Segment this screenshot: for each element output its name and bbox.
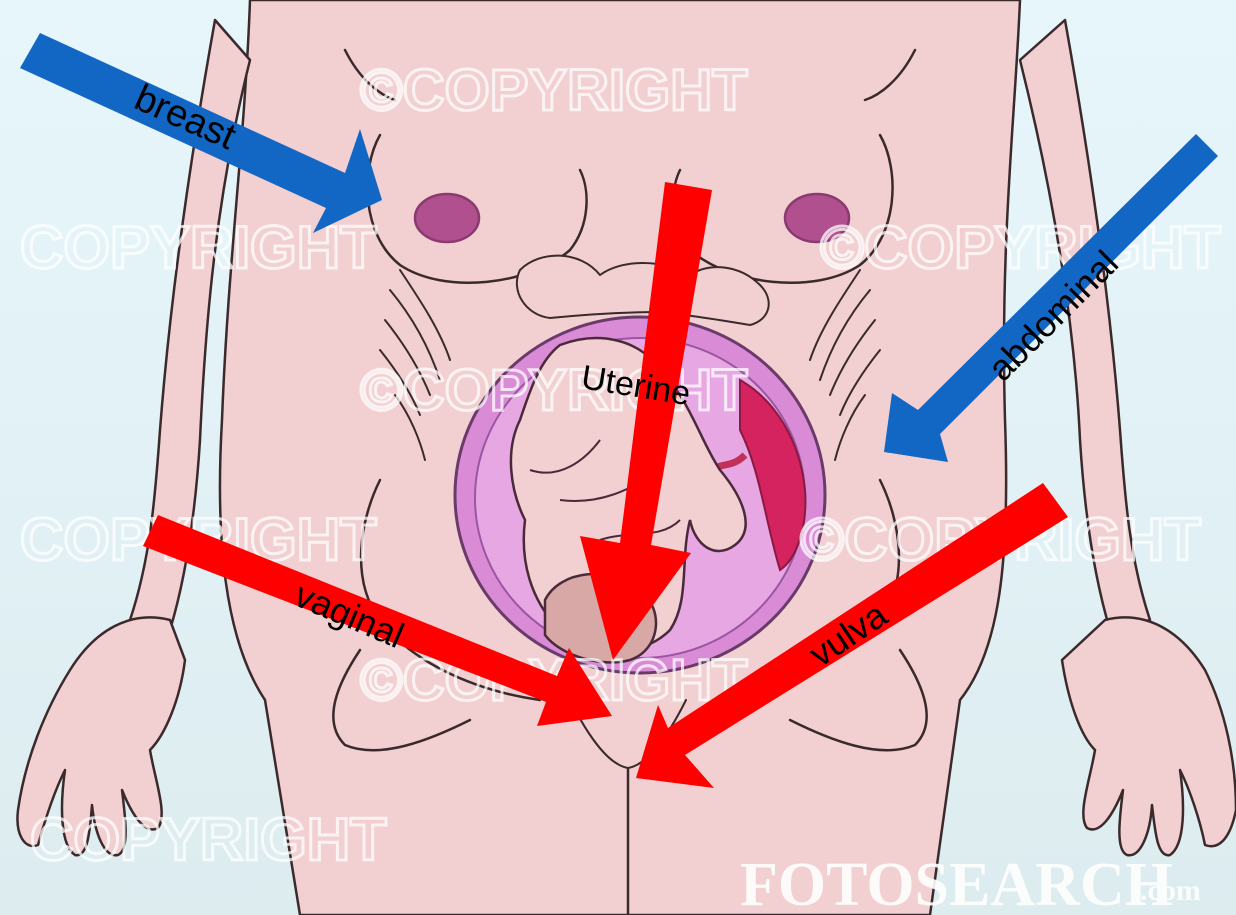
- watermark-brand: FOTOSEARCH: [740, 851, 1173, 915]
- watermark-brand-suffix: .com: [1140, 874, 1201, 907]
- watermark-top: ©COPYRIGHT: [360, 58, 748, 123]
- left-nipple: [415, 194, 479, 242]
- watermark-bottom-left: COPYRIGHT: [30, 806, 387, 873]
- watermark-right-1: ©COPYRIGHT: [820, 214, 1221, 281]
- right-hand: [1062, 617, 1236, 855]
